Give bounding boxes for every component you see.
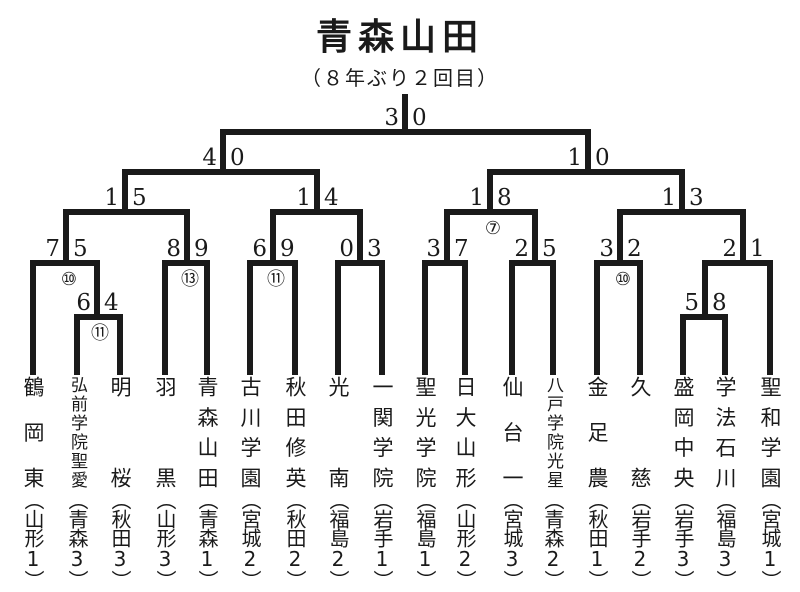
team-name: 久慈 (628, 376, 652, 488)
team-entry: 聖和学園（宮城1） (757, 376, 783, 589)
score-left: 6 (252, 236, 267, 262)
team-prefecture: （宮城1） (758, 490, 782, 589)
team-prefecture: （青森3） (65, 490, 89, 589)
score-left: 2 (722, 236, 737, 262)
score-right: 7 (454, 236, 469, 262)
team-entry: 学法石川（福島3） (712, 376, 738, 589)
score-right: 9 (194, 236, 209, 262)
score-left: 0 (339, 236, 354, 262)
team-prefecture: （秋田2） (283, 490, 307, 589)
score-right: 1 (750, 236, 765, 262)
team-prefecture: （山形2） (453, 490, 477, 589)
team-entry: 仙台一（宮城3） (499, 376, 525, 589)
team-entry: 古川学園（宮城2） (237, 376, 263, 589)
team-prefecture: （岩手2） (628, 490, 652, 589)
score-right: 0 (412, 105, 427, 131)
score-left: 3 (384, 105, 399, 131)
score-left: 4 (202, 145, 217, 171)
page-title: 青森山田 (315, 17, 484, 58)
team-entry: 一関学院（岩手1） (369, 376, 395, 589)
team-name: 金足農 (585, 376, 609, 488)
score-right: 5 (73, 236, 88, 262)
team-prefecture: （福島2） (326, 490, 350, 589)
team-name: 青森山田 (195, 376, 219, 488)
team-entry: 青森山田（青森1） (194, 376, 220, 589)
team-name: 一関学院 (370, 376, 394, 488)
team-prefecture: （福島3） (713, 490, 737, 589)
team-name: 古川学園 (238, 376, 262, 488)
team-name: 鶴岡東 (21, 376, 45, 488)
team-entry: 八戸学院光星（青森2） (540, 376, 566, 589)
team-entry: 鶴岡東（山形1） (20, 376, 46, 589)
team-entry: 光南（福島2） (325, 376, 351, 589)
team-entry: 明桜（秋田3） (107, 376, 133, 589)
team-prefecture: （宮城2） (238, 490, 262, 589)
score-right: 0 (230, 145, 245, 171)
score-left: 2 (514, 236, 529, 262)
team-entry: 秋田修英（秋田2） (282, 376, 308, 589)
score-left: 7 (45, 236, 60, 262)
extra-innings-badge: ⑪ (267, 269, 285, 290)
score-right: 3 (367, 236, 382, 262)
score-right: 3 (689, 185, 704, 211)
team-name: 羽黒 (153, 376, 177, 488)
team-entry: 弘前学院聖愛（青森3） (64, 376, 90, 589)
team-prefecture: （岩手1） (370, 490, 394, 589)
team-entry: 盛岡中央（岩手3） (670, 376, 696, 589)
team-name: 聖和学園 (758, 376, 782, 488)
team-name: 聖光学院 (413, 376, 437, 488)
team-entry: 日大山形（山形2） (452, 376, 478, 589)
extra-innings-badge: ⑩ (615, 269, 631, 290)
team-name: 弘前学院聖愛 (67, 376, 87, 488)
score-left: 1 (469, 185, 484, 211)
extra-innings-badge: ⑩ (61, 269, 77, 290)
score-right: 2 (627, 236, 642, 262)
score-right: 8 (497, 185, 512, 211)
team-prefecture: （山形1） (21, 490, 45, 589)
team-prefecture: （山形3） (153, 490, 177, 589)
extra-innings-badge: ⑬ (181, 269, 199, 290)
team-prefecture: （秋田3） (108, 490, 132, 589)
score-left: 1 (661, 185, 676, 211)
team-name: 盛岡中央 (671, 376, 695, 488)
team-name: 仙台一 (500, 376, 524, 488)
team-name: 学法石川 (713, 376, 737, 488)
team-prefecture: （青森1） (195, 490, 219, 589)
score-right: 5 (542, 236, 557, 262)
score-right: 4 (104, 290, 119, 316)
team-entry: 羽黒（山形3） (152, 376, 178, 589)
score-left: 1 (567, 145, 582, 171)
team-name: 秋田修英 (283, 376, 307, 488)
extra-innings-badge: ⑦ (485, 218, 501, 239)
page-subtitle: （８年ぶり２回目） (301, 66, 499, 90)
team-prefecture: （秋田1） (585, 490, 609, 589)
score-right: 0 (595, 145, 610, 171)
team-name: 日大山形 (453, 376, 477, 488)
team-entry: 久慈（岩手2） (627, 376, 653, 589)
team-name: 八戸学院光星 (543, 376, 563, 488)
score-left: 6 (76, 290, 91, 316)
score-left: 3 (599, 236, 614, 262)
score-left: 1 (296, 185, 311, 211)
score-left: 5 (684, 290, 699, 316)
team-entry: 金足農（秋田1） (584, 376, 610, 589)
score-right: 5 (132, 185, 147, 211)
score-left: 3 (426, 236, 441, 262)
score-right: 9 (280, 236, 295, 262)
score-right: 8 (712, 290, 727, 316)
team-name: 明桜 (108, 376, 132, 488)
extra-innings-badge: ⑪ (91, 323, 109, 344)
team-prefecture: （青森2） (541, 490, 565, 589)
score-left: 1 (104, 185, 119, 211)
team-prefecture: （宮城3） (500, 490, 524, 589)
team-prefecture: （岩手3） (671, 490, 695, 589)
score-right: 4 (324, 185, 339, 211)
team-name: 光南 (326, 376, 350, 488)
team-entry: 聖光学院（福島1） (412, 376, 438, 589)
team-prefecture: （福島1） (413, 490, 437, 589)
score-left: 8 (166, 236, 181, 262)
